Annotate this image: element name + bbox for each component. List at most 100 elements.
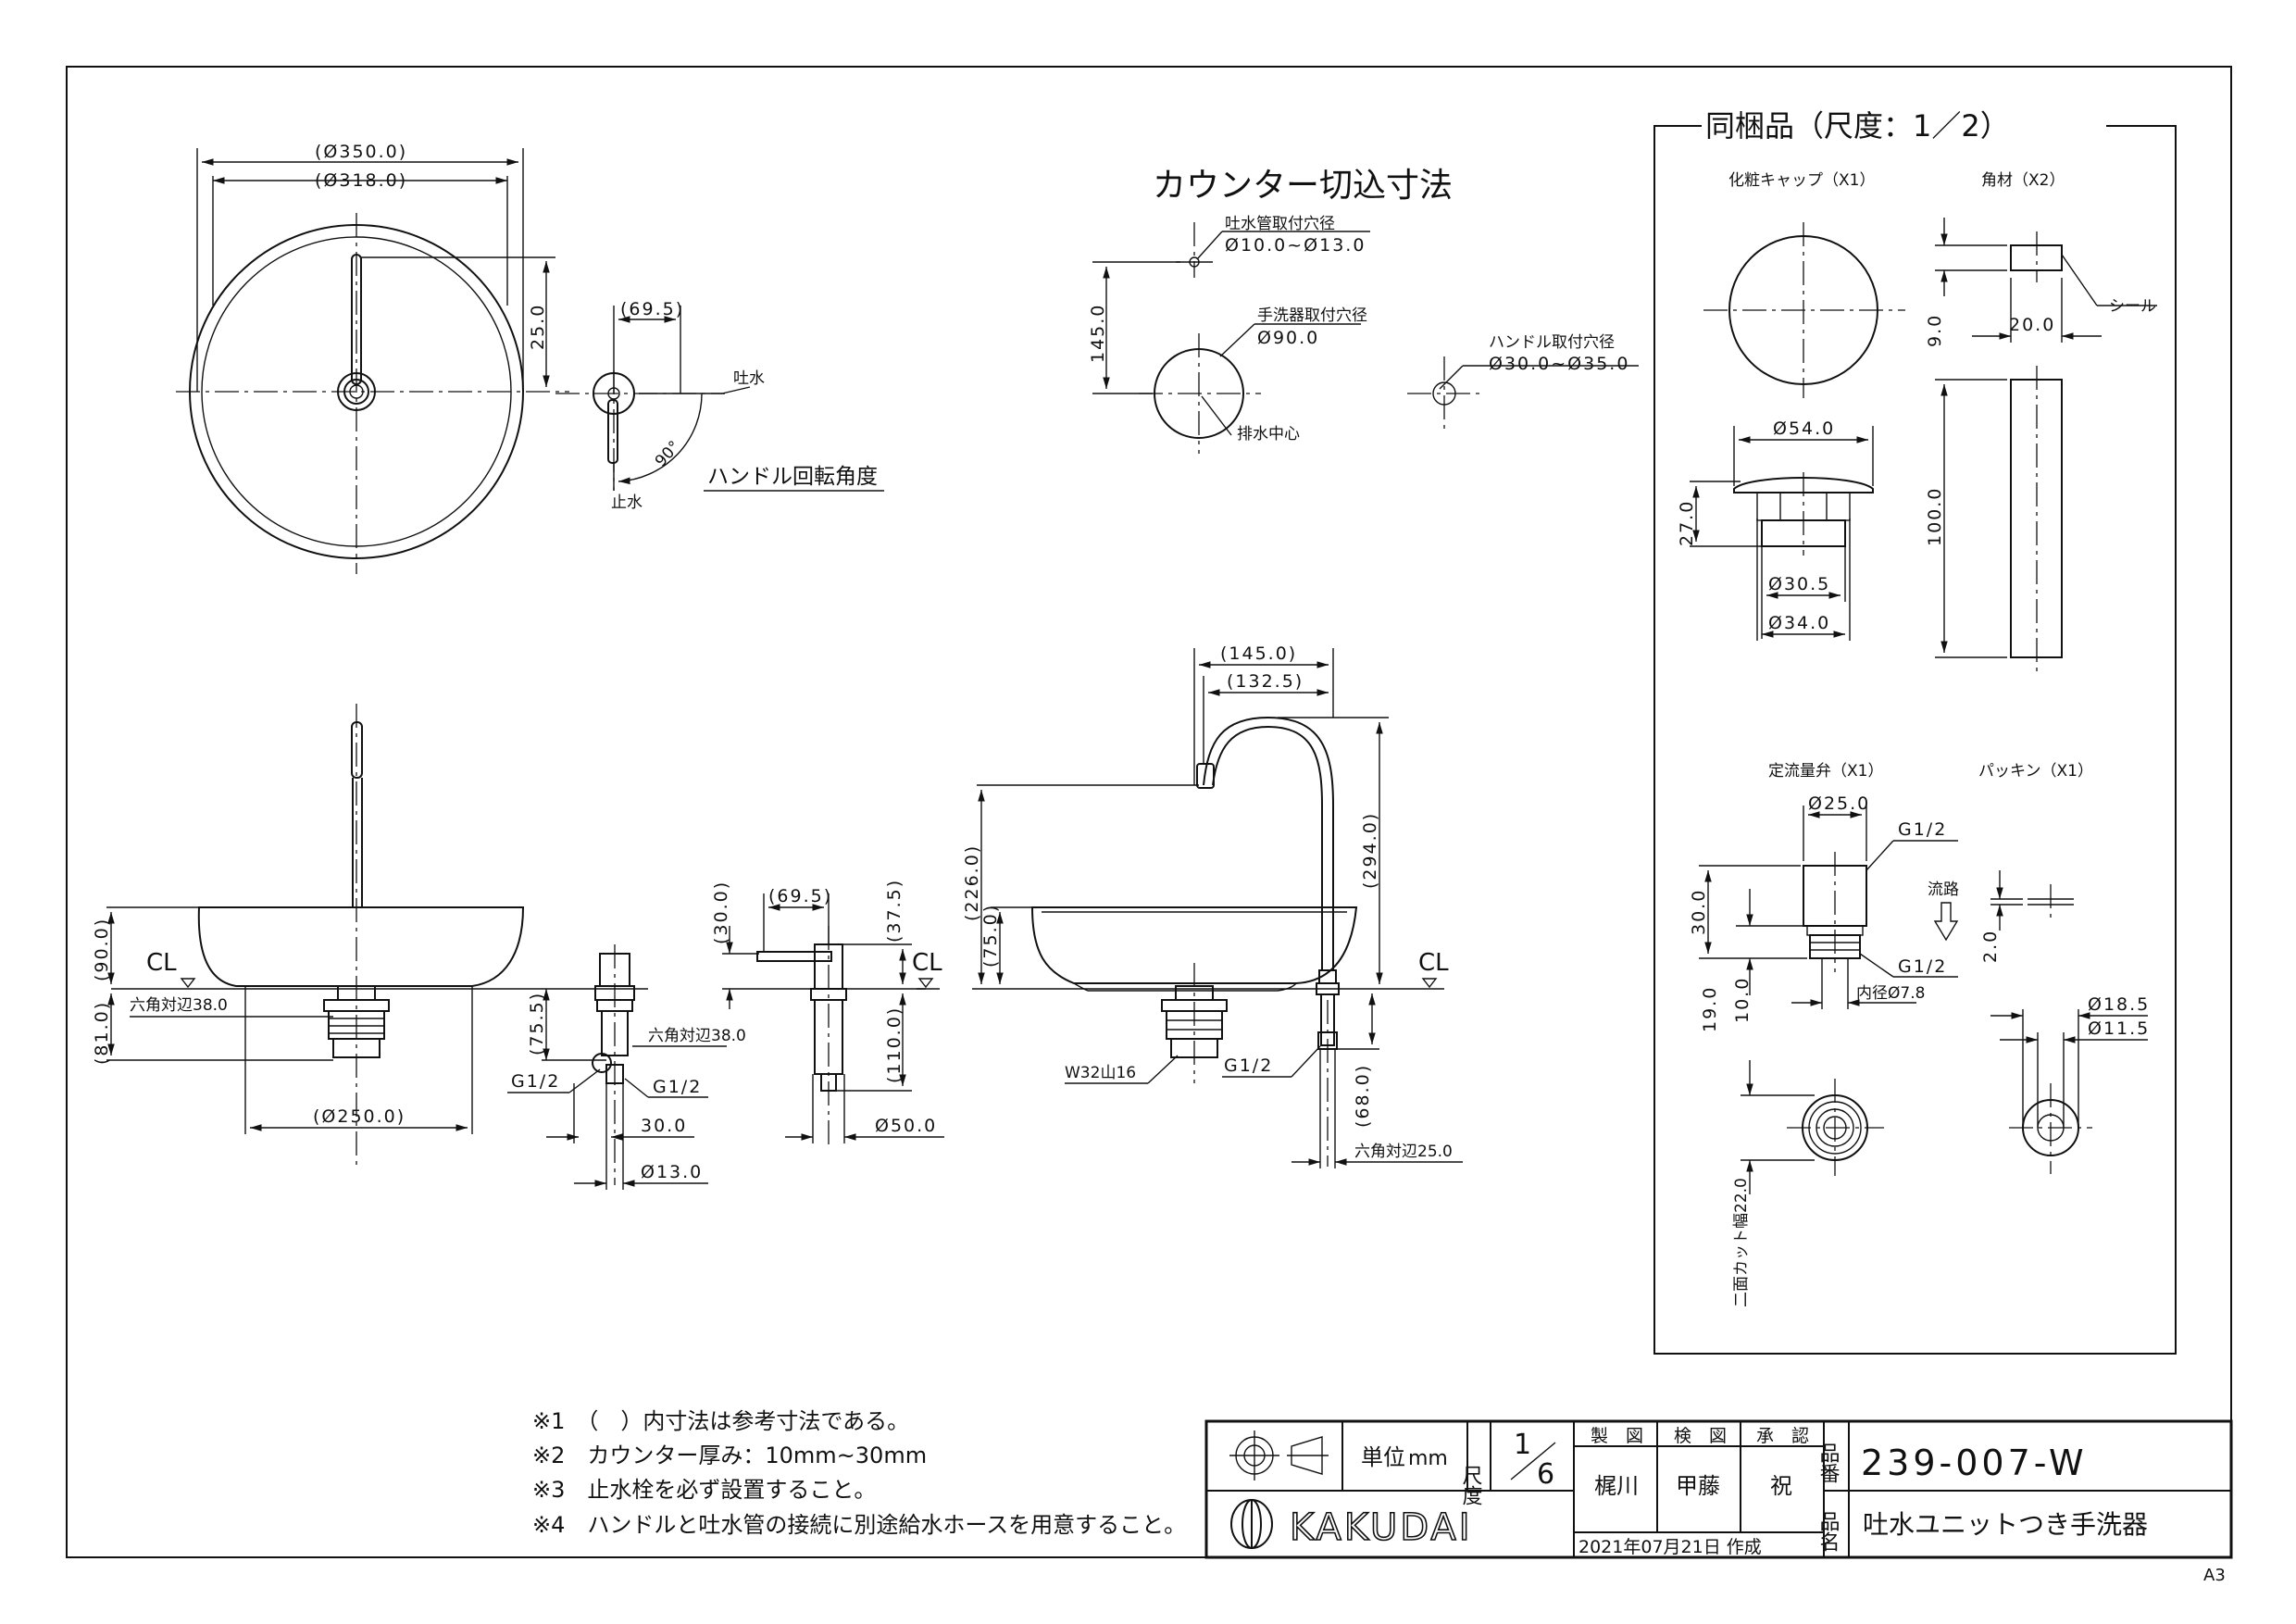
cl-2: CL <box>912 949 942 977</box>
hinban-label: 品番 <box>1816 1443 1841 1483</box>
dim-d226: (226.0) <box>962 844 982 921</box>
cap-34: Ø34.0 <box>1768 613 1830 633</box>
note-1: ※1 （ ）内寸法は参考寸法である。 <box>532 1408 909 1434</box>
dim-d30p: (30.0) <box>711 881 731 944</box>
side-elevation: (145.0) (132.5) (226.0) (75.0) (294.0) C… <box>962 643 1463 1168</box>
packing-title: パッキン（X1） <box>1978 762 2093 781</box>
cl-1: CL <box>146 949 177 977</box>
dim-w32: W32山16 <box>1065 1064 1136 1082</box>
bar-20: 20.0 <box>2009 315 2055 335</box>
dim-g12c: G1/2 <box>1224 1056 1273 1076</box>
valve-30: 30.0 <box>1689 889 1709 935</box>
drawing-frame <box>66 66 2232 1558</box>
checker-name: 甲藤 <box>1676 1473 1720 1499</box>
date-created: 2021年07月21日 作成 <box>1578 1537 1762 1557</box>
kenzu-label: 検 図 <box>1674 1426 1727 1446</box>
dim-d81: (81.0) <box>92 1001 112 1065</box>
spout-hole-value: Ø10.0~Ø13.0 <box>1225 235 1366 256</box>
handle-hole-title: ハンドル取付穴径 <box>1489 333 1615 352</box>
two-face-cut: 二面カット幅22.0 <box>1732 1178 1751 1307</box>
scale-label: 尺度 <box>1459 1465 1483 1505</box>
brand-name: KAKUDAI <box>1290 1506 1473 1549</box>
handle-hole-value: Ø30.0~Ø35.0 <box>1489 354 1629 374</box>
dim-hex38a: 六角対辺38.0 <box>130 996 228 1015</box>
valve-inner: 内径Ø7.8 <box>1856 984 1925 1003</box>
kakudai-logo: KAKUDAI <box>1230 1499 1473 1550</box>
cap-title: 化粧キャップ（X1） <box>1728 171 1875 190</box>
dim-d75-5: (75.5) <box>527 992 547 1056</box>
dim-hex38b: 六角対辺38.0 <box>648 1027 746 1045</box>
bundled-items-panel: 同梱品（尺度：1／2） 化粧キャップ（X1） Ø54.0 27.0 Ø30.5 … <box>1653 108 2177 1355</box>
dim-d318: (Ø318.0) <box>315 170 407 191</box>
bundled-title: 同梱品（尺度：1／2） <box>1705 108 2010 144</box>
unit-value: mm <box>1408 1447 1448 1470</box>
note-2: ※2 カウンター厚み：10mm~30mm <box>532 1443 927 1468</box>
dim-d145h: (145.0) <box>1220 643 1297 664</box>
valve-g12a: G1/2 <box>1898 819 1947 840</box>
valve-title: 定流量弁（X1） <box>1768 762 1883 781</box>
packing-18-5: Ø18.5 <box>2088 994 2150 1015</box>
counter-cut-view: カウンター切込寸法 145.0 吐水管取付穴径 Ø10.0~Ø13.0 手洗器取… <box>1088 167 1639 454</box>
stop-valve-side: (30.0) (69.5) (37.5) (110.0) Ø50.0 CL <box>711 879 944 1148</box>
valve-25: Ø25.0 <box>1808 793 1870 814</box>
projection-symbol-icon <box>1229 1430 1329 1480</box>
dim-d75: (75.0) <box>980 904 1001 968</box>
dim-d132-5: (132.5) <box>1227 671 1304 692</box>
label-stop: 止水 <box>611 493 643 512</box>
valve-19: 19.0 <box>1700 986 1720 1032</box>
dim-hex25: 六角対辺25.0 <box>1354 1143 1453 1161</box>
dim-d250: (Ø250.0) <box>313 1106 406 1127</box>
packing-2: 2.0 <box>1980 930 2001 963</box>
front-elevation: CL (90.0) (81.0) 六角対辺38.0 (Ø250.0) <box>92 704 528 1167</box>
label-spout: 吐水 <box>733 369 765 388</box>
cl-3: CL <box>1418 949 1449 977</box>
hinban-value: 239-007-W <box>1861 1443 2088 1483</box>
hinmei-label: 品名 <box>1816 1511 1840 1552</box>
note-3: ※3 止水栓を必ず設置すること。 <box>532 1477 876 1503</box>
counter-cut-title: カウンター切込寸法 <box>1153 167 1453 205</box>
scale-num: 1 <box>1514 1429 1531 1461</box>
dim-d30-0: 30.0 <box>641 1116 687 1136</box>
unit-label: 単位 <box>1361 1444 1405 1470</box>
handle-rotation-detail: (69.5) 吐水 90° 止水 ハンドル回転角度 <box>555 299 884 512</box>
note-4: ※4 ハンドルと吐水管の接続に別途給水ホースを用意すること。 <box>532 1512 1186 1538</box>
bar-100: 100.0 <box>1925 487 1945 546</box>
valve-g12b: G1/2 <box>1898 956 1947 977</box>
approver-name: 祝 <box>1770 1473 1792 1499</box>
packing-11-5: Ø11.5 <box>2088 1018 2150 1039</box>
stop-valve-front: (75.5) 六角対辺38.0 G1/2 G1/2 30.0 Ø13.0 <box>507 944 746 1190</box>
hinmei-value: 吐水ユニットつき手洗器 <box>1863 1509 2148 1540</box>
dim-g12a: G1/2 <box>511 1071 560 1092</box>
cap-54: Ø54.0 <box>1773 418 1835 439</box>
label-angle90: 90° <box>652 438 684 471</box>
dim-d294: (294.0) <box>1360 812 1380 889</box>
dim-d50: Ø50.0 <box>875 1116 937 1136</box>
drain-center: 排水中心 <box>1237 425 1300 443</box>
dim-d69-5: (69.5) <box>620 299 684 319</box>
dim-g12b: G1/2 <box>653 1077 702 1097</box>
bar-title: 角材（X2） <box>1981 171 2065 190</box>
spout-hole-title: 吐水管取付穴径 <box>1225 215 1335 233</box>
dim-d25: 25.0 <box>528 304 548 350</box>
drafter-name: 梶川 <box>1594 1473 1639 1499</box>
cap-27: 27.0 <box>1677 500 1697 546</box>
cap-30-5: Ø30.5 <box>1768 574 1830 594</box>
dim-d68: (68.0) <box>1353 1064 1373 1128</box>
seizu-label: 製 図 <box>1591 1426 1643 1446</box>
shounin-label: 承 認 <box>1756 1426 1809 1446</box>
label-handle-rotation: ハンドル回転角度 <box>707 465 878 489</box>
basin-hole-value: Ø90.0 <box>1257 328 1319 348</box>
notes: ※1 （ ）内寸法は参考寸法である。 ※2 カウンター厚み：10mm~30mm … <box>532 1408 1186 1538</box>
bar-9: 9.0 <box>1925 314 1945 347</box>
valve-flow: 流路 <box>1928 881 1959 899</box>
dim-d37-5: (37.5) <box>884 879 905 943</box>
paper-size: A3 <box>2203 1566 2226 1585</box>
basin-hole-title: 手洗器取付穴径 <box>1257 306 1367 325</box>
dim-d350: (Ø350.0) <box>315 142 407 162</box>
title-block: 単位 mm 尺度 1 6 製 図 検 図 承 認 梶川 甲藤 祝 品番 239-… <box>1204 1419 2233 1559</box>
dim-d145v: 145.0 <box>1088 304 1108 363</box>
dim-d69-5b: (69.5) <box>768 886 832 906</box>
valve-10: 10.0 <box>1732 977 1753 1023</box>
basin-top-view: (Ø350.0) (Ø318.0) 25.0 <box>176 142 569 574</box>
